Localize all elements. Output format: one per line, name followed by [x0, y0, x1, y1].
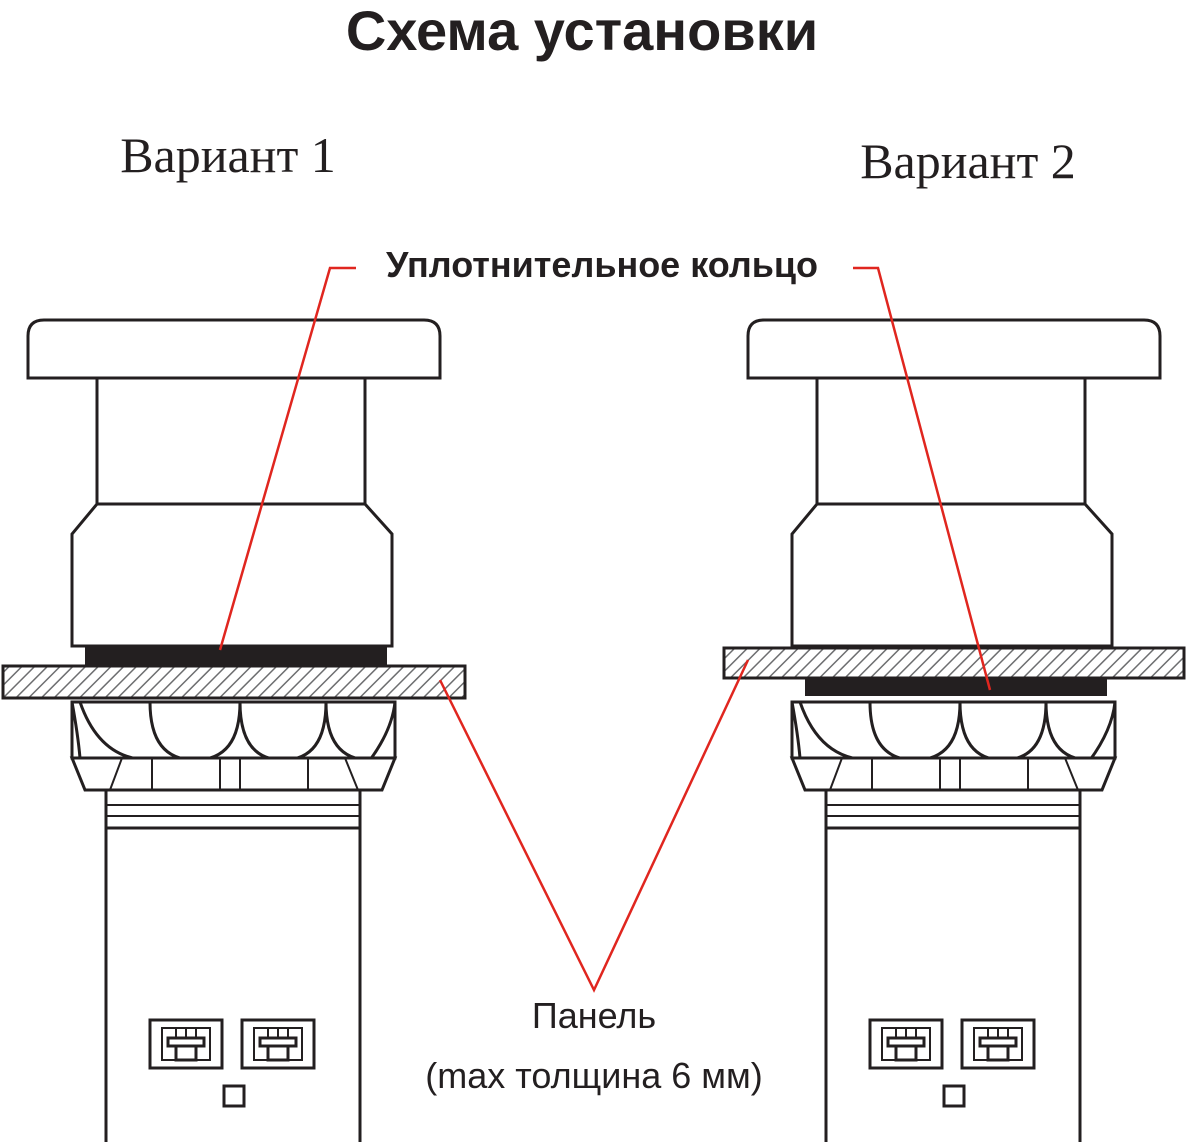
variant-1-label: Вариант 1 [120, 127, 336, 183]
variant-2-panel [722, 646, 1186, 680]
variant-1-panel [1, 664, 467, 700]
seal-leader-left [218, 266, 356, 651]
seal-leader-right [853, 266, 992, 691]
seal-ring-label: Уплотнительное кольцо [386, 244, 818, 285]
panel-thickness-label: (max толщина 6 мм) [425, 1055, 762, 1096]
leader-lines [218, 266, 992, 993]
variant-2-label: Вариант 2 [860, 133, 1076, 189]
diagram-title: Схема установки [346, 0, 818, 62]
variant-1-button [1, 318, 467, 1142]
variant-2-seal-ring [805, 678, 1107, 696]
variant-1-seal-ring [85, 646, 387, 666]
panel-leader [438, 659, 750, 993]
panel-label: Панель [532, 995, 656, 1036]
variant-2-button [722, 318, 1186, 1142]
